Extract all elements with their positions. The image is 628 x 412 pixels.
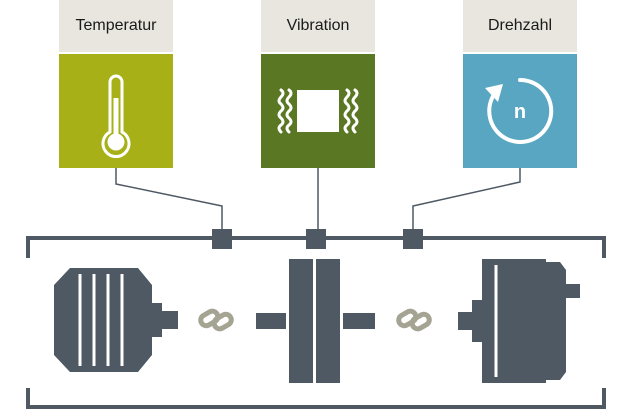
connector-rotation-speed [403, 229, 423, 249]
connection-lines [115, 168, 521, 238]
sensor-label-vibration: Vibration [261, 0, 375, 52]
coupling-link-icon [396, 308, 432, 332]
driven-machine-icon [458, 259, 580, 383]
sensor-label-rotation-speed: Drehzahl [463, 0, 577, 52]
motor-icon [54, 268, 178, 372]
shaft-coupling-icon [256, 259, 375, 383]
vibration-icon [277, 88, 359, 134]
sensor-rotation-speed: Drehzahl n [463, 0, 577, 168]
connector-vibration [306, 229, 326, 249]
sensor-tile-temperature [59, 54, 173, 168]
rotation-speed-icon: n [485, 77, 554, 144]
bus-connectors [212, 229, 423, 249]
sensor-temperature: Temperatur [59, 0, 173, 168]
sensor-tile-rotation-speed: n [463, 54, 577, 168]
sensor-vibration: Vibration [261, 0, 375, 168]
rotation-speed-symbol: n [514, 101, 526, 123]
sensor-label-temperature: Temperatur [59, 0, 173, 52]
connector-temperature [212, 229, 232, 249]
thermometer-icon [101, 74, 131, 159]
sensor-tile-vibration [261, 54, 375, 168]
coupling-link-icon [198, 308, 234, 332]
